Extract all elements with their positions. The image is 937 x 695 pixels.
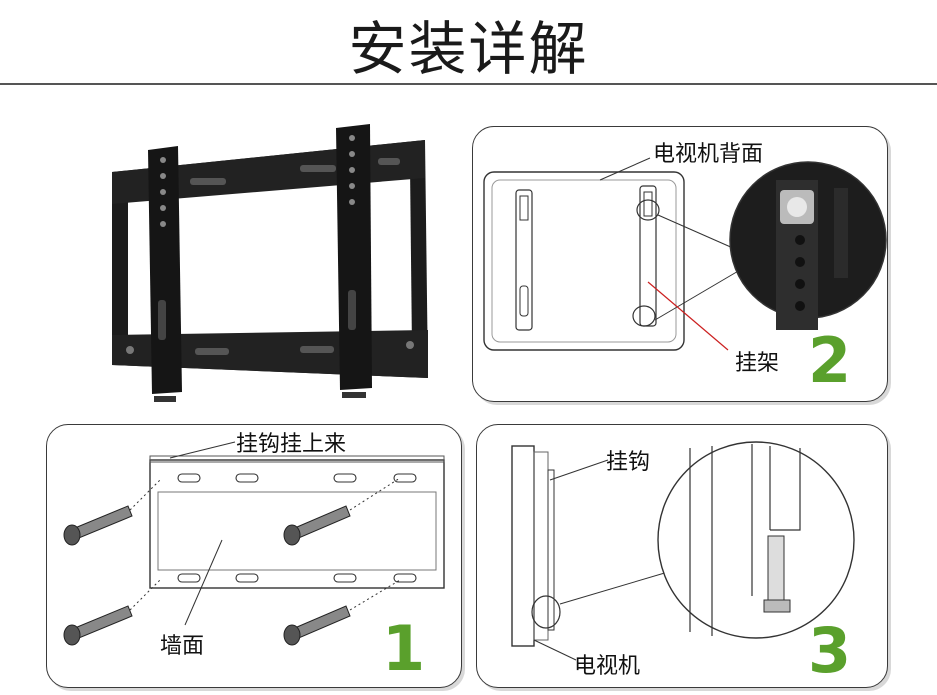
hook-up-label: 挂钩挂上来	[236, 432, 347, 457]
step-1-number: 1	[382, 612, 426, 685]
wall-label: 墙面	[160, 634, 205, 659]
title-divider	[0, 83, 937, 85]
bracket-arm-right	[336, 124, 372, 398]
step-2-number: 2	[808, 324, 852, 397]
step-3-number: 3	[808, 614, 852, 687]
tv-label: 电视机	[574, 654, 641, 679]
bracket-label: 挂架	[735, 351, 780, 376]
hook-label: 挂钩	[606, 450, 651, 475]
bracket-frame	[112, 140, 428, 378]
bracket-arm-left	[148, 146, 182, 402]
tv-back-label: 电视机背面	[653, 142, 764, 167]
page-title: 安装详解	[348, 15, 589, 83]
